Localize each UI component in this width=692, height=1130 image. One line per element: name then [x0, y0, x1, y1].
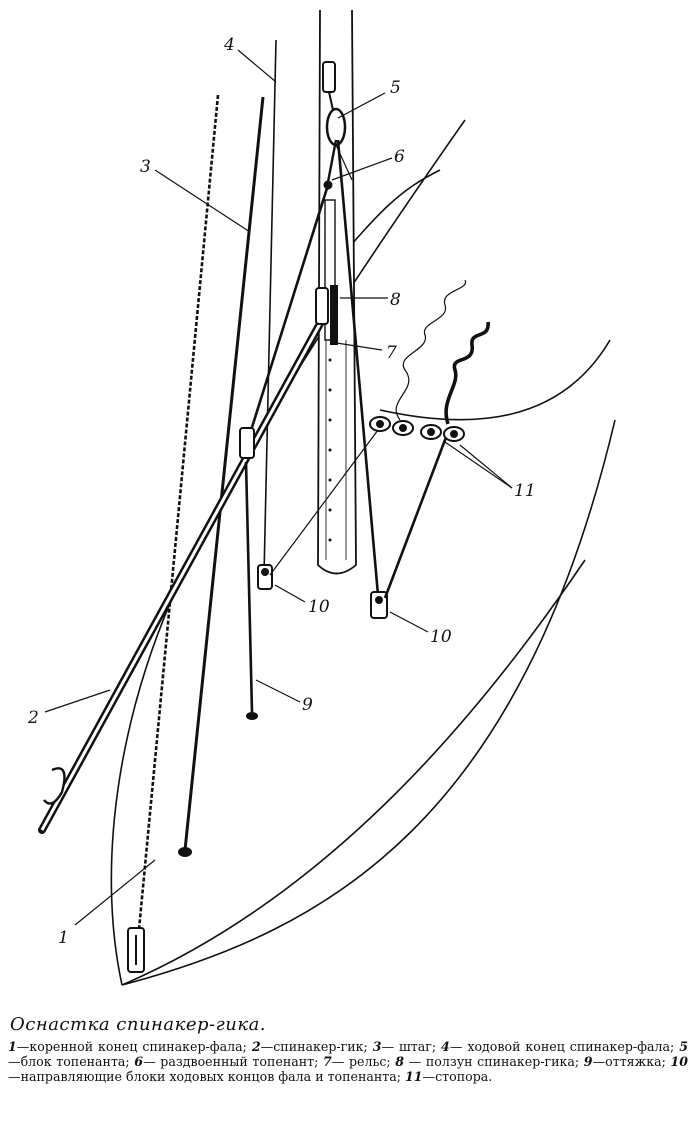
label-11: 11	[514, 481, 536, 501]
rail	[324, 199, 338, 345]
legend-text-3: — штаг;	[381, 1039, 442, 1054]
legend-text-10: —направляющие блоки ходовых концов фала …	[8, 1069, 405, 1084]
label-6: 6	[394, 147, 405, 167]
spinnaker-pole	[38, 287, 329, 834]
legend-num-3: 3	[372, 1039, 382, 1054]
label-10-left: 10	[308, 597, 330, 617]
legend-num-11: 11	[405, 1069, 423, 1084]
pole-guy	[178, 461, 258, 857]
label-7: 7	[386, 343, 397, 363]
caption-title: Оснастка спинакер-гика.	[10, 1014, 267, 1035]
label-4: 4	[223, 35, 235, 55]
halyard-standing-end	[136, 94, 220, 941]
label-1: 1	[58, 928, 69, 948]
legend-text-9: —оттяжка;	[592, 1054, 671, 1069]
halyard-deck-fitting	[127, 927, 145, 973]
legend-num-2: 2	[251, 1039, 261, 1054]
lead-block-left	[257, 564, 273, 590]
legend-text-1: —коренной конец спинакер-фала;	[16, 1039, 252, 1054]
caption-legend: 1—коренной конец спинакер-фала; 2—спинак…	[8, 1039, 688, 1084]
topping-lift-free-end	[444, 321, 490, 425]
figure-caption: Оснастка спинакер-гика. 1—коренной конец…	[8, 1014, 688, 1084]
halyard-lead-line	[269, 429, 379, 576]
topping-lift-block	[322, 61, 347, 147]
label-2: 2	[27, 708, 39, 728]
label-3: 3	[140, 157, 151, 177]
lead-block-right	[370, 591, 388, 619]
forestay	[183, 96, 265, 851]
legend-num-7: 7	[322, 1054, 332, 1069]
stoppers	[369, 416, 465, 442]
legend-num-8: 8	[395, 1054, 405, 1069]
legend-num-4: 4	[441, 1039, 450, 1054]
legend-text-4: — ходовой конец спинакер-фала;	[449, 1039, 680, 1054]
spinnaker-pole-rigging-diagram: 1 2 3 4 5 6 7 8 9 10 10 11	[27, 9, 616, 986]
legend-num-10: 10	[670, 1054, 688, 1069]
legend-text-7: — рельс;	[331, 1054, 396, 1069]
legend-text-8: — ползун спинакер-гика;	[404, 1054, 584, 1069]
legend-num-6: 6	[134, 1054, 144, 1069]
halyard-free-end	[395, 279, 466, 421]
legend-num-9: 9	[583, 1054, 593, 1069]
legend-text-6: — раздвоенный топенант;	[143, 1054, 323, 1069]
leader-lines	[44, 49, 513, 926]
label-8: 8	[390, 290, 401, 310]
label-9: 9	[302, 695, 313, 715]
label-5: 5	[390, 78, 401, 98]
rail-holes	[328, 358, 332, 542]
legend-text-2: —спинакер-гик;	[260, 1039, 373, 1054]
legend-text-11: —стопора.	[422, 1069, 493, 1084]
label-10-right: 10	[430, 627, 452, 647]
halyard-running-end	[263, 39, 277, 576]
legend-num-5: 5	[679, 1039, 689, 1054]
legend-text-5: —блок топенанта;	[8, 1054, 135, 1069]
topping-lift-lead-line	[383, 431, 450, 599]
split-topping-lift	[246, 139, 380, 596]
legend-num-1: 1	[8, 1039, 17, 1054]
